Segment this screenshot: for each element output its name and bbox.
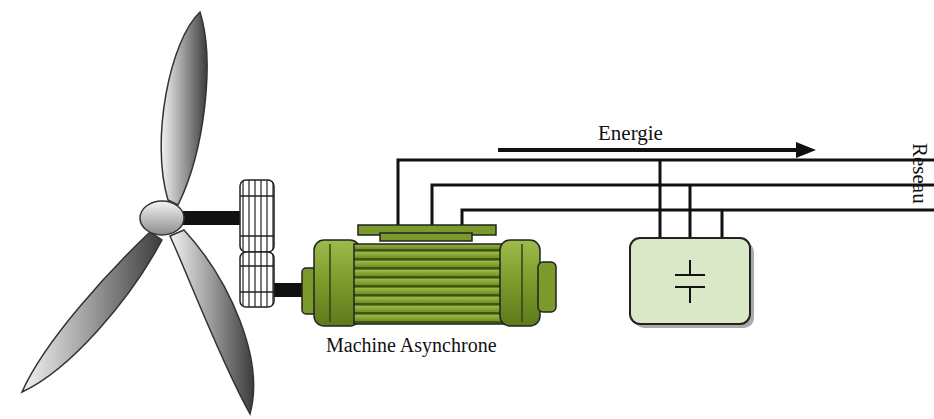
- grid-label: Reseau: [908, 143, 931, 204]
- rotor-hub: [140, 201, 184, 235]
- machine-label: Machine Asynchrone: [326, 334, 497, 356]
- main-shaft: [180, 211, 242, 225]
- asynchronous-machine: [302, 225, 556, 326]
- capacitor-bank: [630, 238, 754, 328]
- gearbox: [240, 180, 274, 307]
- turbine-blades: [22, 12, 254, 414]
- energy-label: Energie: [598, 122, 663, 145]
